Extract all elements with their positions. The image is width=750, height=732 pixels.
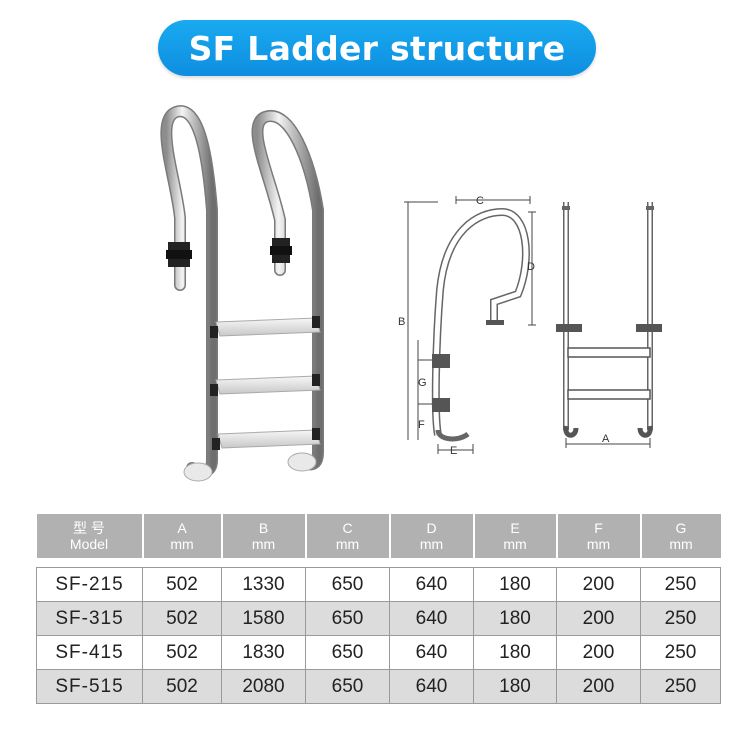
- cell-b: 1330: [221, 567, 306, 602]
- dim-label-d: D: [527, 261, 535, 273]
- cell-b: 1830: [221, 635, 306, 670]
- cell-f: 200: [556, 635, 641, 670]
- table-row: SF-215 502 1330 650 640 180 200 250: [36, 567, 721, 602]
- dim-label-b: B: [398, 316, 405, 328]
- dimension-diagram: C D B G F E A: [398, 195, 662, 457]
- cell-g: 250: [640, 601, 721, 636]
- cell-d: 640: [389, 601, 474, 636]
- cell-a: 502: [142, 669, 222, 704]
- cell-b: 1580: [221, 601, 306, 636]
- cell-d: 640: [389, 635, 474, 670]
- cell-c: 650: [305, 567, 390, 602]
- cell-model: SF-315: [36, 601, 143, 636]
- cell-model: SF-215: [36, 567, 143, 602]
- cell-e: 180: [473, 669, 557, 704]
- cell-c: 650: [305, 635, 390, 670]
- cell-c: 650: [305, 669, 390, 704]
- cell-d: 640: [389, 669, 474, 704]
- dim-label-c: C: [476, 195, 484, 207]
- cell-g: 250: [640, 567, 721, 602]
- dim-label-f: F: [418, 419, 425, 431]
- cell-d: 640: [389, 567, 474, 602]
- cell-f: 200: [556, 567, 641, 602]
- table-row: SF-515 502 2080 650 640 180 200 250: [36, 669, 721, 704]
- title-banner: SF Ladder structure: [158, 20, 596, 76]
- cell-f: 200: [556, 669, 641, 704]
- dim-label-e: E: [450, 445, 457, 457]
- cell-a: 502: [142, 567, 222, 602]
- table-row: SF-315 502 1580 650 640 180 200 250: [36, 601, 721, 636]
- cell-e: 180: [473, 567, 557, 602]
- cell-c: 650: [305, 601, 390, 636]
- cell-g: 250: [640, 635, 721, 670]
- dim-label-a: A: [602, 433, 610, 445]
- page-title: SF Ladder structure: [188, 28, 566, 68]
- cell-e: 180: [473, 601, 557, 636]
- ladder-photo: [160, 105, 324, 482]
- cell-b: 2080: [221, 669, 306, 704]
- cell-model: SF-415: [36, 635, 143, 670]
- dim-label-g: G: [418, 377, 427, 389]
- cell-g: 250: [640, 669, 721, 704]
- cell-a: 502: [142, 601, 222, 636]
- cell-f: 200: [556, 601, 641, 636]
- cell-e: 180: [473, 635, 557, 670]
- cell-a: 502: [142, 635, 222, 670]
- cell-model: SF-515: [36, 669, 143, 704]
- table-row: SF-415 502 1830 650 640 180 200 250: [36, 635, 721, 670]
